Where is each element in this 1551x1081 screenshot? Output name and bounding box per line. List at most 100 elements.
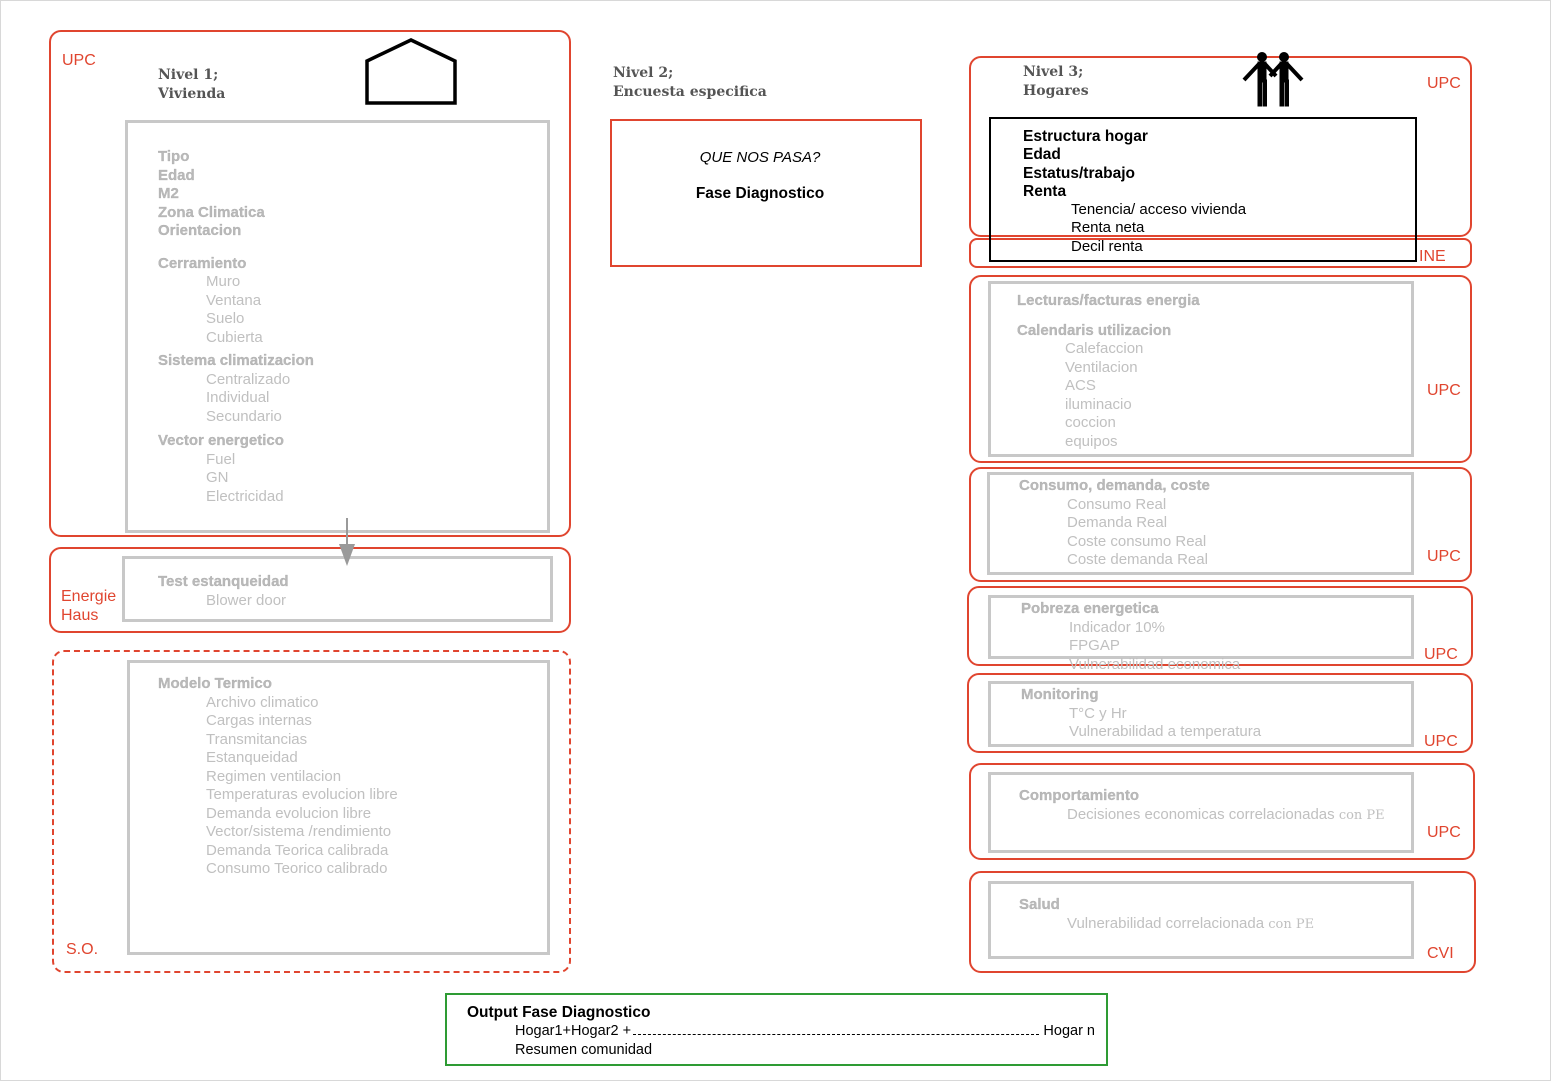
nivel3-title: Nivel 3; Hogares: [1023, 63, 1089, 101]
modelo-item: Transmitancias: [206, 730, 308, 748]
comportamiento-title: Comportamiento: [1019, 787, 1139, 804]
salud-title: Salud: [1019, 896, 1060, 913]
people-icon: [1242, 52, 1304, 107]
modelo-item: Estanqueidad: [206, 749, 298, 766]
centralizado-item: Centralizado: [206, 370, 291, 388]
estatus-label: Estatus/trabajo: [1023, 164, 1135, 182]
estructura-label: Estructura hogar: [1023, 128, 1148, 145]
nivel3-content-box: [989, 117, 1417, 262]
lecturas-item: iluminacio: [1065, 395, 1132, 413]
consumo-content: Consumo, demanda, coste Consumo Real Dem…: [1019, 477, 1210, 570]
modelo-item: Demanda Teorica calibrada: [206, 841, 389, 859]
ine-panel: [969, 238, 1472, 268]
test-content: Test estanqueidad Blower door: [158, 573, 289, 610]
nivel2-box: [610, 119, 922, 267]
consumo-item: Demanda Real: [1067, 514, 1168, 531]
output-line2: Resumen comunidad: [515, 1042, 653, 1059]
test-panel: [49, 547, 571, 633]
edad-label: Edad: [158, 166, 195, 184]
consumo-item: Consumo Real: [1067, 495, 1167, 513]
modelo-content: Modelo Termico Archivo climatico Cargas …: [158, 675, 398, 879]
renta-neta-item: Renta neta: [1071, 219, 1145, 237]
consumo-title: Consumo, demanda, coste: [1019, 477, 1210, 494]
comportamiento-panel: [969, 763, 1475, 860]
test-org-line1: Energie: [61, 588, 117, 605]
electricidad-item: Electricidad: [206, 487, 284, 505]
consumo-org-label: UPC: [1427, 548, 1461, 565]
monitoring-item: T°C y Hr: [1069, 704, 1127, 722]
m2-label: M2: [158, 185, 179, 202]
gn-item: GN: [206, 469, 229, 486]
pobreza-content-box: [988, 595, 1414, 659]
modelo-org-label: S.O.: [66, 941, 99, 958]
monitoring-content: Monitoring T°C y Hr Vulnerabilidad a tem…: [1021, 686, 1261, 742]
sistema-label: Sistema climatizacion: [158, 352, 314, 369]
tenencia-item: Tenencia/ acceso vivienda: [1071, 201, 1247, 219]
monitoring-panel: [967, 673, 1473, 753]
salud-panel: [969, 871, 1476, 973]
salud-org-label: CVI: [1427, 945, 1454, 962]
nivel1-title-line2: Vivienda: [158, 86, 226, 102]
nivel1-content-box: [125, 120, 550, 533]
lecturas-content: Lecturas/facturas energia Calendaris uti…: [1017, 292, 1200, 451]
lecturas-item: Calefaccion: [1065, 340, 1144, 357]
pobreza-content: Pobreza energetica Indicador 10% FPGAP V…: [1021, 600, 1240, 674]
decil-item: Decil renta: [1071, 237, 1143, 255]
house-icon: [365, 38, 457, 105]
nivel2-title: Nivel 2; Encuesta especifica: [613, 64, 767, 102]
zona-climatica-label: Zona Climatica: [158, 203, 265, 221]
consumo-panel: [969, 467, 1472, 582]
phase-text: Fase Diagnostico: [695, 185, 825, 202]
consumo-content-box: [987, 472, 1414, 575]
comportamiento-item: Decisiones economicas correlacionadas co…: [1019, 806, 1385, 826]
output-content: Output Fase Diagnostico Hogar1+Hogar2 + …: [467, 1004, 1095, 1060]
monitoring-item: Vulnerabilidad a temperatura: [1069, 723, 1262, 740]
pobreza-panel: [967, 586, 1473, 666]
nivel3-panel: [969, 56, 1472, 237]
salud-item-suffix: con PE: [1268, 916, 1315, 932]
lecturas-org-label: UPC: [1427, 382, 1461, 399]
modelo-item: Consumo Teorico calibrado: [206, 860, 388, 877]
nivel1-title-line1: Nivel 1;: [158, 67, 219, 83]
nivel3-content: Estructura hogar Edad Estatus/trabajo Re…: [1023, 128, 1246, 256]
modelo-panel: [52, 650, 571, 973]
cubierta-item: Cubierta: [206, 328, 263, 346]
individual-item: Individual: [206, 389, 270, 406]
down-arrow-icon: [339, 518, 355, 566]
renta-label: Renta: [1023, 182, 1067, 200]
output-title: Output Fase Diagnostico: [467, 1004, 651, 1021]
tipo-label: Tipo: [158, 148, 190, 165]
question-text: QUE NOS PASA?: [699, 149, 821, 166]
lecturas-item: equipos: [1065, 432, 1118, 450]
comportamiento-org-label: UPC: [1427, 824, 1461, 841]
monitoring-org-label: UPC: [1424, 733, 1458, 750]
modelo-item: Archivo climatico: [206, 693, 319, 711]
pobreza-title: Pobreza energetica: [1021, 600, 1159, 617]
nivel3-org-label: UPC: [1427, 75, 1461, 92]
modelo-item: Vector/sistema /rendimiento: [206, 823, 392, 840]
modelo-item: Demanda evolucion libre: [206, 804, 372, 822]
modelo-title: Modelo Termico: [158, 675, 272, 692]
salud-content-box: [988, 881, 1414, 959]
salud-content: Salud Vulnerabilidad correlacionada con …: [1019, 896, 1314, 934]
muro-item: Muro: [206, 273, 241, 290]
suelo-item: Suelo: [206, 310, 245, 327]
lecturas-item: ACS: [1065, 377, 1096, 394]
ventana-item: Ventana: [206, 291, 262, 309]
lecturas-item: coccion: [1065, 414, 1116, 431]
test-content-box: [122, 556, 553, 622]
blower-door-item: Blower door: [206, 591, 287, 609]
ine-org-label: INE: [1419, 248, 1446, 265]
edad-label: Edad: [1023, 146, 1061, 164]
orientacion-label: Orientacion: [158, 222, 242, 239]
comportamiento-content: Comportamiento Decisiones economicas cor…: [1019, 787, 1385, 825]
nivel1-content: Tipo Edad M2 Zona Climatica Orientacion …: [158, 148, 538, 506]
lecturas-title: Lecturas/facturas energia: [1017, 292, 1200, 309]
vector-label: Vector energetico: [158, 432, 284, 449]
cerramiento-label: Cerramiento: [158, 254, 247, 272]
calendaris-title: Calendaris utilizacion: [1017, 321, 1172, 339]
salud-item-text: Vulnerabilidad correlacionada: [1067, 914, 1269, 932]
output-line1-left: Hogar1+Hogar2 +: [515, 1023, 632, 1040]
monitoring-title: Monitoring: [1021, 686, 1099, 703]
lecturas-item: Ventilacion: [1065, 358, 1138, 376]
